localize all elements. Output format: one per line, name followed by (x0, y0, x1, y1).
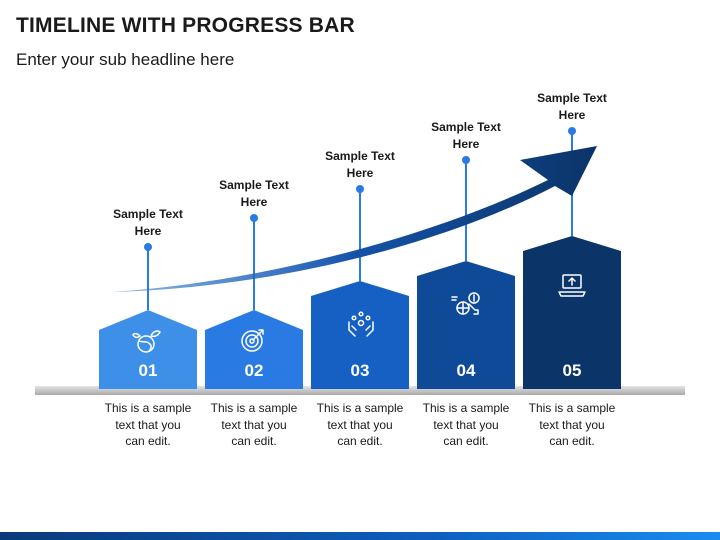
step-label-5-line2: Here (558, 108, 586, 122)
step-label-4: Sample Text Here (411, 119, 521, 153)
step-label-3: Sample Text Here (305, 148, 415, 182)
step-desc-1: This is a sample text that you can edit. (93, 400, 203, 450)
step-desc-5-line3: can edit. (549, 434, 595, 448)
step-block-3 (311, 281, 409, 389)
step-number-4: 04 (456, 361, 476, 380)
baseline-bar (35, 386, 685, 395)
step-label-5-line1: Sample Text (537, 91, 607, 105)
step-block-1 (99, 310, 197, 389)
key-money-icon (451, 292, 480, 315)
step-label-5: Sample Text Here (517, 90, 627, 124)
step-desc-2-line3: can edit. (231, 434, 277, 448)
page-subtitle: Enter your sub headline here (16, 50, 235, 69)
target-icon (241, 329, 264, 352)
step-label-3-line2: Here (346, 166, 374, 180)
step-label-1: Sample Text Here (93, 206, 203, 240)
step-desc-4-line3: can edit. (443, 434, 489, 448)
step-label-2-line1: Sample Text (219, 178, 289, 192)
step-desc-2-line1: This is a sample (210, 401, 298, 415)
connector-dot-4 (462, 156, 470, 164)
globe-plant-icon (132, 330, 161, 353)
step-label-1-line2: Here (134, 224, 162, 238)
connector-dot-3 (356, 185, 364, 193)
step-block-4 (417, 261, 515, 389)
step-desc-4-line2: text that you (433, 417, 499, 432)
step-desc-1-line1: This is a sample (104, 401, 192, 415)
laptop-upload-icon (558, 274, 586, 297)
step-number-3: 03 (350, 361, 370, 380)
step-desc-5-line2: text that you (539, 417, 605, 432)
step-desc-2: This is a sample text that you can edit. (199, 400, 309, 450)
step-desc-3-line3: can edit. (337, 434, 383, 448)
step-block-2 (205, 310, 303, 389)
step-block-5 (523, 236, 621, 389)
step-number-5: 05 (562, 361, 582, 380)
step-label-4-line1: Sample Text (431, 120, 501, 134)
step-desc-5: This is a sample text that you can edit. (517, 400, 627, 450)
step-label-1-line1: Sample Text (113, 207, 183, 221)
step-desc-1-line3: can edit. (125, 434, 171, 448)
step-number-2: 02 (244, 361, 264, 380)
step-label-4-line2: Here (452, 137, 480, 151)
step-desc-5-line1: This is a sample (528, 401, 616, 415)
connector-dot-2 (250, 214, 258, 222)
step-label-3-line1: Sample Text (325, 149, 395, 163)
step-label-2: Sample Text Here (199, 177, 309, 211)
step-label-2-line2: Here (240, 195, 268, 209)
step-desc-4: This is a sample text that you can edit. (411, 400, 521, 450)
hands-ideas-icon (348, 311, 374, 337)
connector-dot-1 (144, 243, 152, 251)
step-number-1: 01 (138, 361, 158, 380)
connector-dot-5 (568, 127, 576, 135)
step-desc-1-line2: text that you (115, 417, 181, 432)
step-desc-2-line2: text that you (221, 417, 287, 432)
progress-arrow (112, 146, 597, 292)
step-desc-3: This is a sample text that you can edit. (305, 400, 415, 450)
step-desc-3-line1: This is a sample (316, 401, 404, 415)
footer-accent-bar (0, 532, 720, 540)
step-desc-3-line2: text that you (327, 417, 393, 432)
page-title: TIMELINE WITH PROGRESS BAR (16, 14, 355, 37)
step-desc-4-line1: This is a sample (422, 401, 510, 415)
